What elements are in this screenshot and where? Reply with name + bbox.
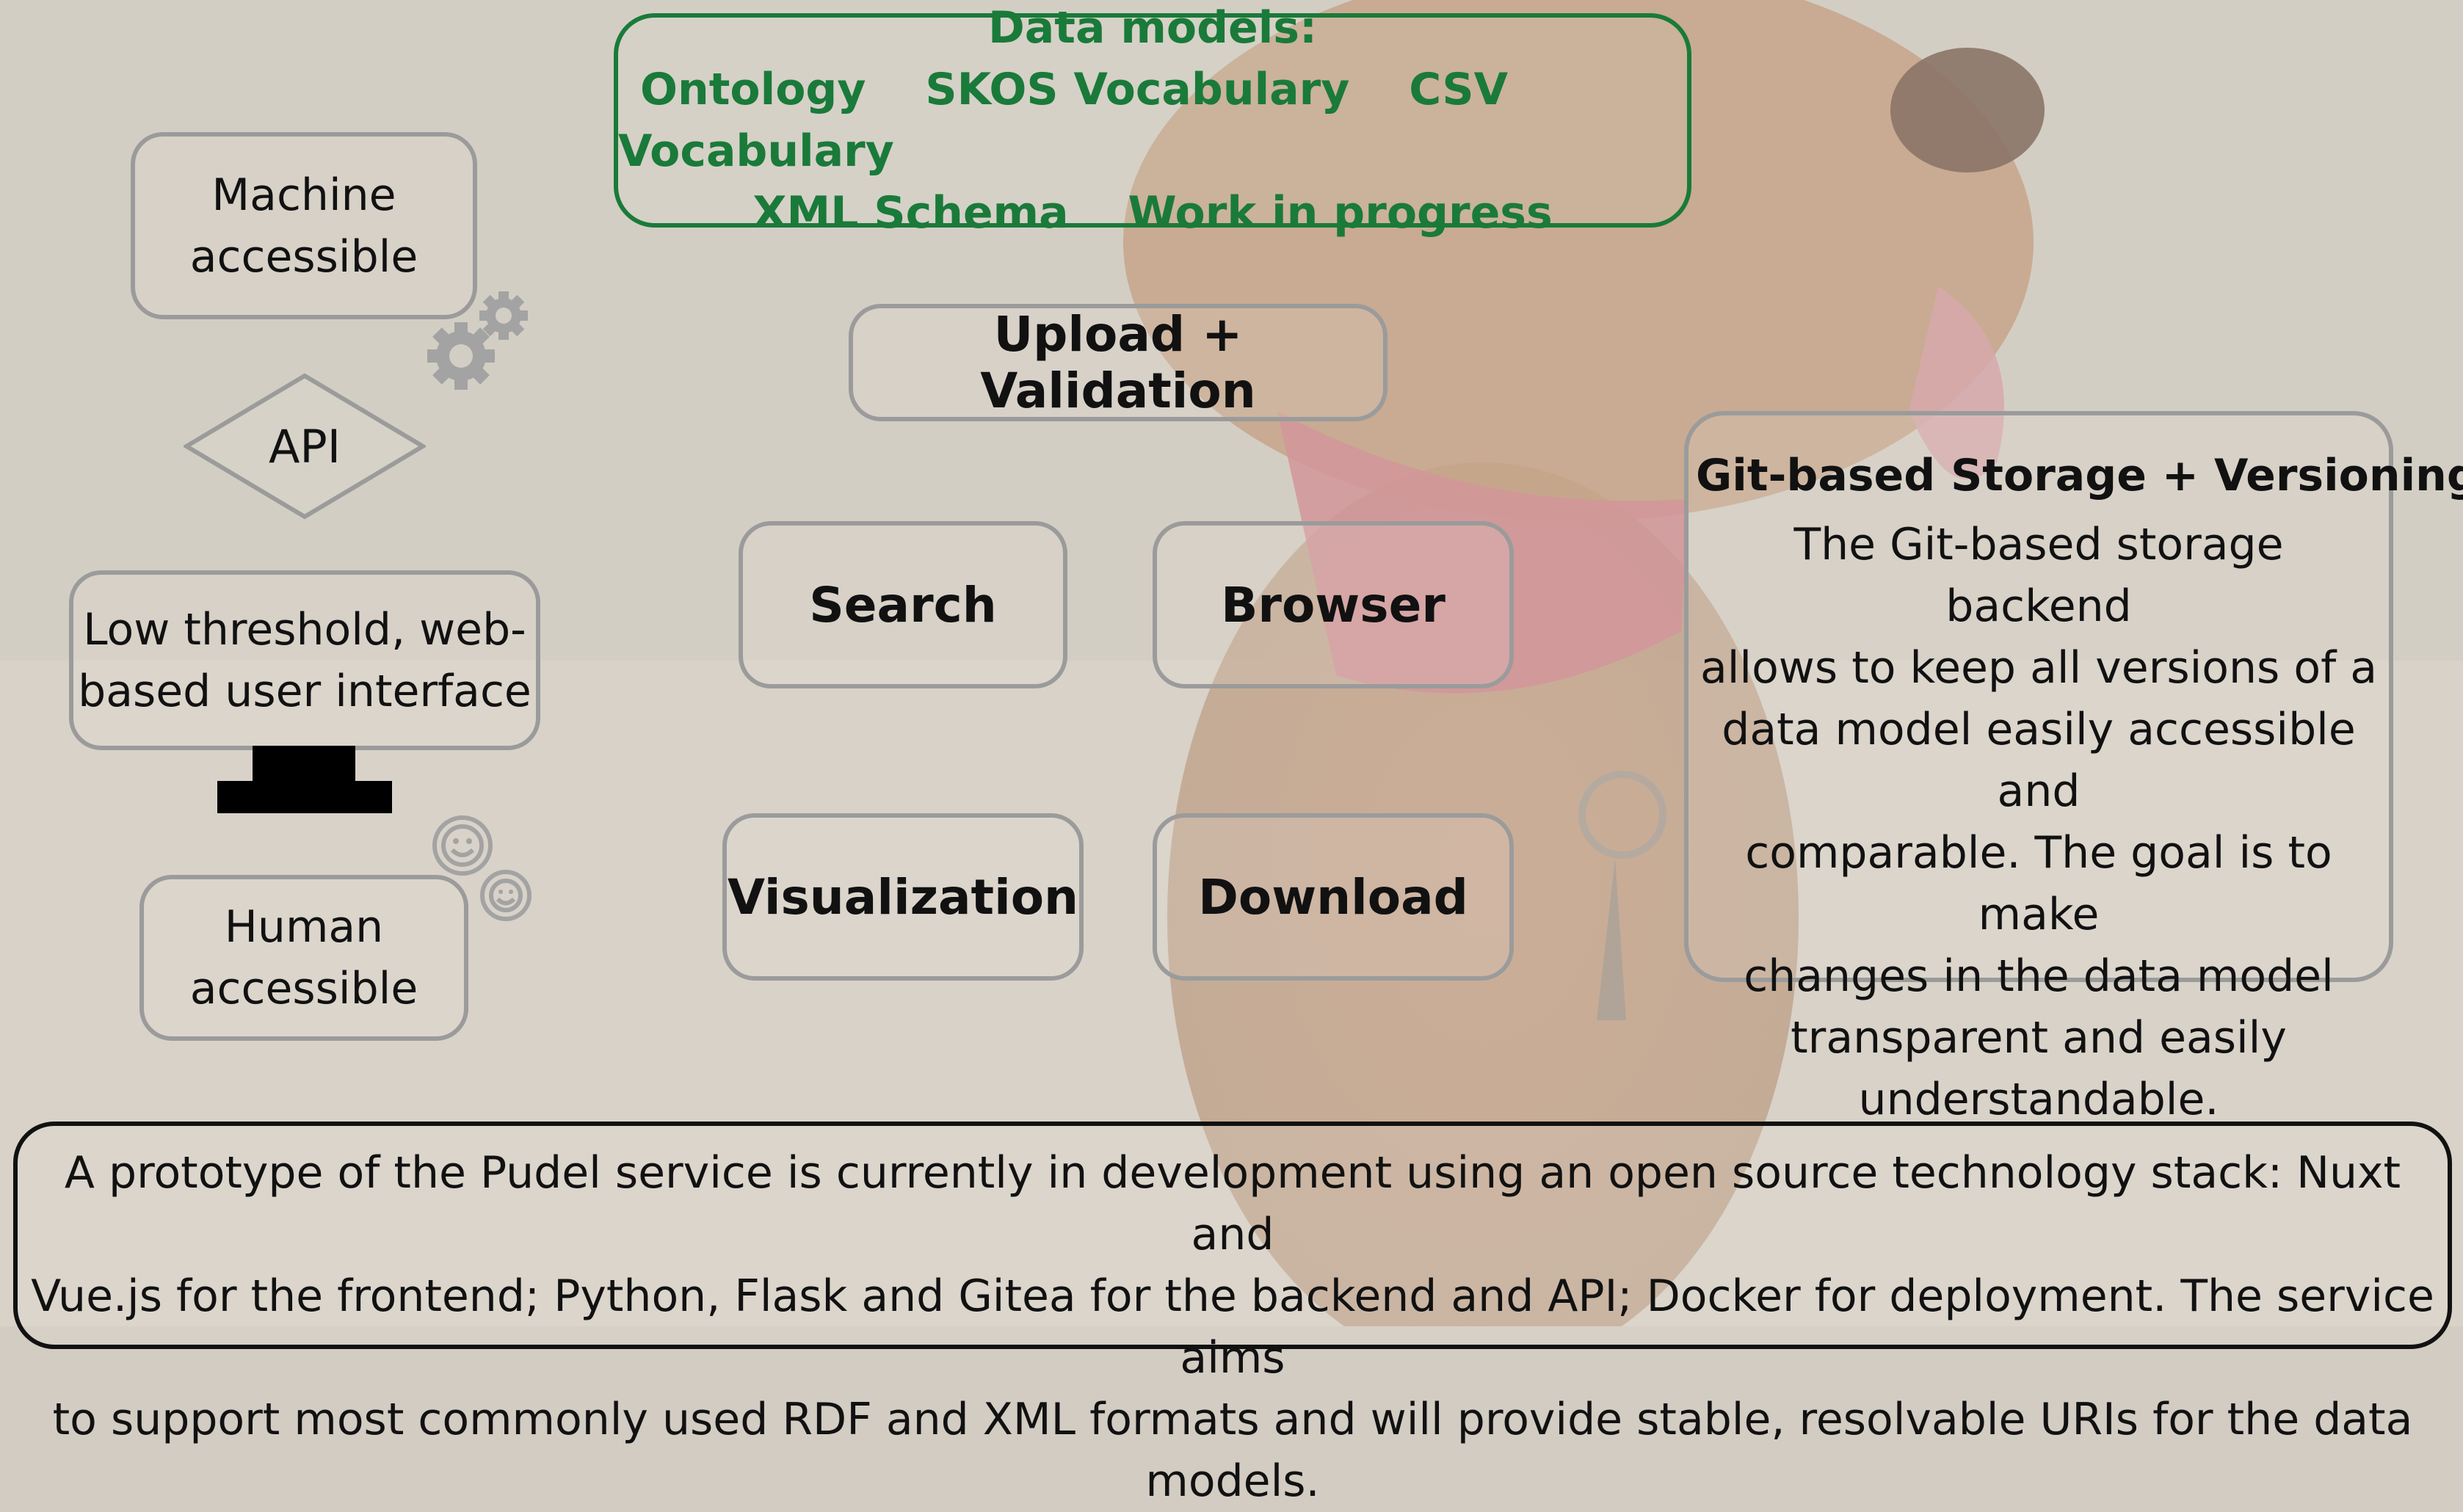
upload-validation-box: Upload + Validation xyxy=(849,304,1388,421)
web-ui-line-1: Low threshold, web- xyxy=(83,603,526,655)
footer-line-1: A prototype of the Pudel service is curr… xyxy=(64,1147,2401,1260)
web-ui-line-2: based user interface xyxy=(78,665,532,717)
download-label: Download xyxy=(1198,868,1468,926)
monitor-icon xyxy=(253,746,355,782)
data-model-csv: CSV Vocabulary xyxy=(618,64,1509,177)
git-line-4: comparable. The goal is to make xyxy=(1745,827,2332,940)
data-model-ontology: Ontology xyxy=(640,64,866,115)
smiley-icon xyxy=(432,815,532,921)
git-line-6: transparent and easily xyxy=(1791,1012,2287,1064)
search-box: Search xyxy=(739,521,1067,688)
footer-line-2: Vue.js for the frontend; Python, Flask a… xyxy=(31,1271,2434,1384)
git-storage-box: Git-based Storage + Versioning The Git-b… xyxy=(1684,411,2463,1125)
web-ui-box: Low threshold, web- based user interface xyxy=(69,570,540,750)
git-storage-title: Git-based Storage + Versioning xyxy=(1696,450,2463,501)
monitor-stand xyxy=(217,781,392,813)
git-line-3: data model easily accessible and xyxy=(1722,704,2356,817)
api-diamond xyxy=(184,373,426,520)
gear-icon xyxy=(427,291,528,390)
browser-label: Browser xyxy=(1221,576,1445,633)
browser-box: Browser xyxy=(1153,521,1514,688)
human-accessible-box: Human accessible xyxy=(139,875,468,1041)
data-model-skos: SKOS Vocabulary xyxy=(925,64,1350,115)
machine-accessible-line-1: Machine xyxy=(211,169,396,221)
data-model-wip: Work in progress xyxy=(1128,187,1553,239)
data-models-row-2: XML Schema Work in progress xyxy=(730,182,1574,244)
git-line-2: allows to keep all versions of a xyxy=(1700,642,2378,694)
upload-validation-label: Upload + Validation xyxy=(980,306,1256,419)
visualization-label: Visualization xyxy=(727,868,1079,926)
download-box: Download xyxy=(1153,813,1514,981)
git-storage-description: The Git-based storage backend allows to … xyxy=(1696,514,2382,1130)
git-line-7: understandable. xyxy=(1858,1074,2219,1125)
human-accessible-line-1: Human xyxy=(224,901,384,953)
api-label: API xyxy=(268,419,341,473)
git-line-1: The Git-based storage backend xyxy=(1793,519,2284,632)
footer-description-box: A prototype of the Pudel service is curr… xyxy=(13,1122,2452,1507)
git-line-5: changes in the data model xyxy=(1744,951,2334,1002)
machine-accessible-line-2: accessible xyxy=(189,230,418,283)
visualization-box: Visualization xyxy=(722,813,1084,981)
data-model-xml-schema: XML Schema xyxy=(752,187,1069,239)
dog-background-photo xyxy=(1123,0,2045,1326)
data-models-box: Data models: Ontology SKOS Vocabulary CS… xyxy=(614,2,1691,239)
search-label: Search xyxy=(809,576,997,633)
data-models-heading: Data models: xyxy=(987,2,1317,54)
data-models-row-1: Ontology SKOS Vocabulary CSV Vocabulary xyxy=(618,59,1687,182)
machine-accessible-box: Machine accessible xyxy=(131,132,477,319)
human-accessible-line-2: accessible xyxy=(189,963,418,1014)
footer-line-3: to support most commonly used RDF and XM… xyxy=(52,1394,2413,1507)
